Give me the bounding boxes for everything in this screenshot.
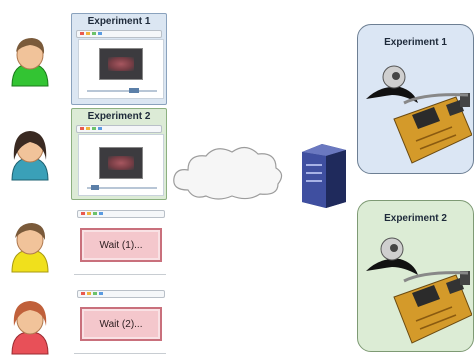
experiment-1-box: Experiment 1 (357, 24, 474, 174)
experiment-1-title: Experiment 1 (384, 37, 447, 48)
wait-2-button[interactable]: Wait (2)... (80, 307, 162, 341)
window-dots-icon (80, 127, 108, 130)
divider (74, 353, 166, 354)
server-icon (302, 144, 346, 208)
slider-track[interactable] (87, 90, 157, 92)
wait-2-browser-toolbar (77, 290, 165, 298)
experiment-2-panel-title: Experiment 2 (87, 111, 151, 122)
experiment-video-thumbnail (99, 147, 143, 179)
experiment-1-panel[interactable]: Experiment 1 (71, 13, 167, 105)
user-3-avatar (11, 223, 49, 273)
browser-viewport (78, 134, 164, 196)
user-2-avatar (11, 131, 49, 181)
divider (74, 274, 166, 275)
experiment-video-thumbnail (99, 48, 143, 80)
wait-1-button[interactable]: Wait (1)... (80, 228, 162, 262)
experiment-2-box: Experiment 2 (357, 200, 474, 352)
experiment-2-panel[interactable]: Experiment 2 (71, 108, 167, 200)
window-dots-icon (81, 212, 109, 215)
experiment-2-hardware-icon (366, 237, 472, 344)
experiment-1-panel-title: Experiment 1 (87, 16, 151, 27)
browser-toolbar (76, 30, 162, 38)
internet-cloud-icon (173, 146, 283, 200)
slider-thumb[interactable] (129, 88, 139, 93)
experiment-2-title: Experiment 2 (384, 213, 447, 224)
slider-track[interactable] (87, 187, 157, 189)
window-dots-icon (80, 32, 108, 35)
users-column (11, 38, 49, 355)
browser-toolbar (76, 125, 162, 133)
user-1-avatar (11, 38, 49, 87)
window-dots-icon (81, 292, 109, 295)
browser-viewport (78, 39, 164, 99)
user-4-avatar (11, 301, 49, 355)
wait-1-browser-toolbar (77, 210, 165, 218)
experiment-1-hardware-icon (366, 65, 472, 164)
slider-thumb[interactable] (91, 185, 99, 190)
